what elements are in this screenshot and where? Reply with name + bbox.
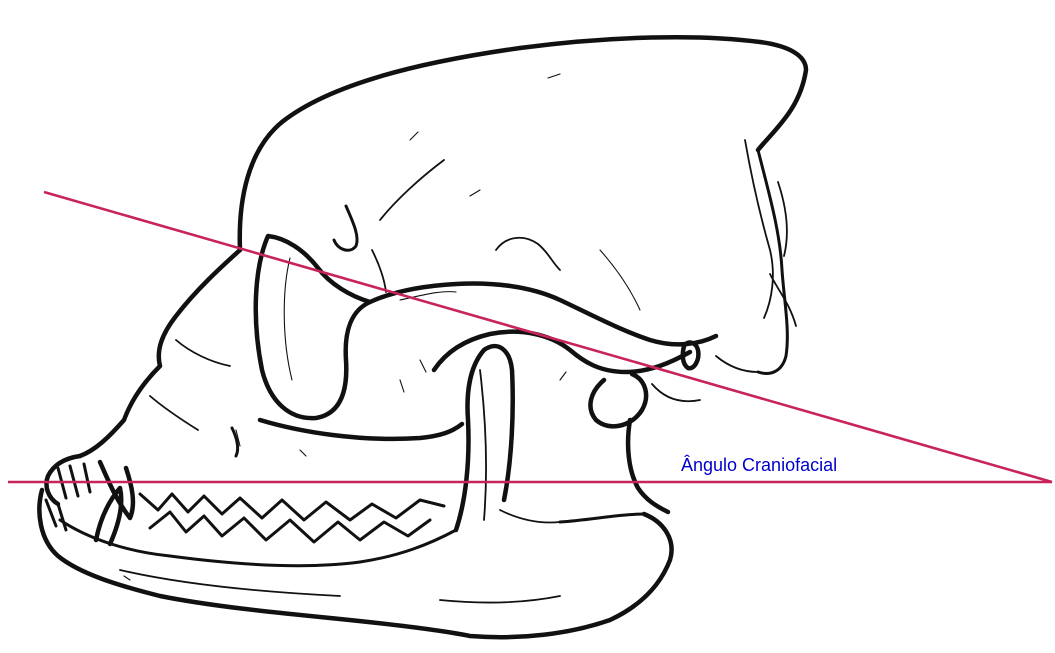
temporal-line bbox=[372, 160, 444, 292]
sketch-marks bbox=[124, 74, 566, 580]
cranial-axis-line bbox=[44, 192, 1052, 482]
nasal-bridge bbox=[80, 250, 240, 456]
mandible-alveolar-edge bbox=[60, 520, 456, 566]
upper-premolars-molars bbox=[140, 494, 444, 520]
mandibular-ramus-back bbox=[628, 420, 668, 512]
postorbital-process bbox=[334, 206, 357, 250]
cranial-vault-outline bbox=[240, 37, 806, 250]
temporal-fossa-contour bbox=[496, 238, 560, 270]
orbit-inner-rim bbox=[284, 258, 292, 380]
facial-maxilla-contour bbox=[150, 340, 230, 430]
squamous-suture bbox=[400, 250, 640, 310]
tympanic-bulla bbox=[590, 374, 646, 426]
angular-process bbox=[560, 514, 644, 522]
orbit-outline bbox=[256, 236, 370, 418]
ramus-contour bbox=[480, 370, 560, 523]
craniofacial-angle-label: Ângulo Craniofacial bbox=[681, 454, 837, 476]
nuchal-crest bbox=[770, 182, 796, 326]
mandible-body-contour bbox=[120, 570, 560, 603]
occipital-inner-contour bbox=[745, 140, 773, 318]
skull-drawing bbox=[39, 37, 806, 637]
maxilla-ventral-edge bbox=[260, 420, 462, 439]
lower-premolars-molars bbox=[150, 512, 430, 542]
